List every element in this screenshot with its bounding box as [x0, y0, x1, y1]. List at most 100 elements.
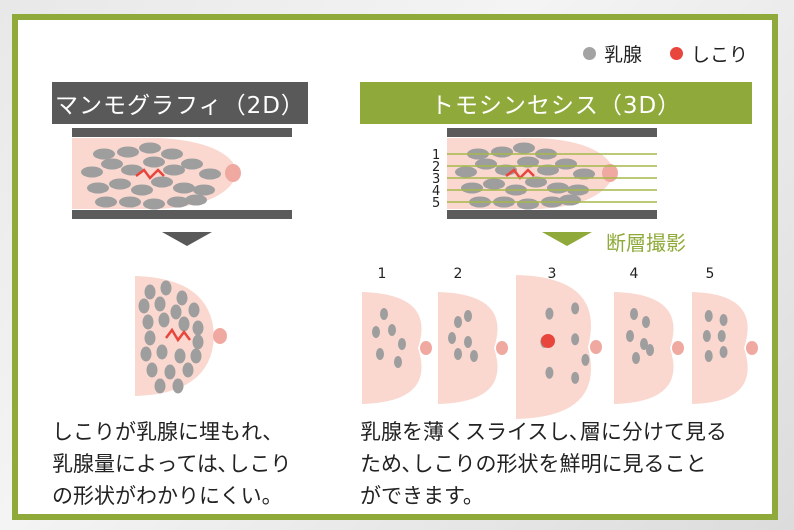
gland-mark: [188, 302, 200, 318]
gland-mark: [193, 184, 215, 196]
gland-mark: [646, 344, 654, 356]
gland-mark: [581, 353, 590, 366]
gland-mark: [491, 146, 513, 158]
gland-mark: [154, 378, 166, 394]
gland-mark: [632, 352, 640, 364]
mammography-caption: しこりが乳腺に埋もれ、 乳腺量によっては､しこり の形状がわかりにくい。: [52, 416, 291, 512]
gland-mark: [139, 142, 161, 154]
nipple-icon: [590, 340, 602, 354]
gland-mark: [448, 332, 456, 344]
gland-mark: [717, 330, 726, 342]
gland-mark: [192, 334, 204, 350]
gland-mark: [517, 198, 539, 210]
slice-lines: [447, 153, 657, 203]
gland-mark: [704, 310, 713, 322]
gland-mark: [101, 158, 123, 170]
mammography-compression-view: [72, 128, 292, 219]
gland-mark: [181, 158, 203, 170]
gland-mark: [131, 184, 153, 196]
gland-mark: [719, 346, 728, 358]
tomosynthesis-caption: 乳腺を薄くスライスし､層に分けて見る ため､しこりの形状を鮮明に見ること ができ…: [360, 416, 727, 512]
gland-mark: [87, 182, 109, 194]
gland-mark: [121, 164, 143, 176]
gland-mark: [182, 362, 194, 378]
gland-mark: [142, 314, 154, 330]
caption-line: 乳腺量によっては､しこり: [52, 452, 292, 476]
compression-plate-top-3d: [447, 128, 657, 137]
gland-mark: [704, 350, 713, 362]
gland-mark: [172, 378, 184, 394]
slice-label: 1: [432, 148, 440, 163]
gland-mark: [719, 314, 728, 326]
mammography-header: マンモグラフィ（2D）: [52, 82, 308, 124]
gland-mark: [140, 346, 152, 362]
mammography-result-view: [135, 276, 227, 396]
gland-mark: [626, 330, 634, 342]
gland-mark: [464, 336, 472, 348]
gland-mark: [170, 304, 182, 320]
gland-mark: [176, 290, 188, 306]
down-arrow-left: [162, 232, 212, 246]
lump-shape: [135, 168, 165, 180]
gland-mark: [174, 348, 186, 364]
gland-mark: [454, 348, 462, 360]
gland-mark: [640, 338, 648, 350]
legend: 乳腺 しこり: [583, 40, 748, 67]
gland-cluster-2d: [138, 280, 204, 394]
gland-mark: [394, 356, 402, 368]
gland-mark: [464, 310, 472, 322]
nipple-icon: [496, 341, 508, 355]
nipple-icon: [225, 164, 241, 182]
gland-mark: [475, 158, 497, 170]
slice-breast: [516, 275, 591, 419]
gland-mark: [161, 148, 183, 160]
gland-mark: [455, 166, 477, 178]
slice-breast: [362, 292, 422, 404]
gland-mark: [571, 302, 580, 315]
nipple-icon: [213, 328, 227, 344]
gland-mark: [164, 364, 176, 380]
gland-mark: [163, 164, 185, 176]
caption-line: 乳腺を薄くスライスし､層に分けて見る: [360, 420, 727, 444]
gland-mark: [702, 330, 711, 342]
gland-mark: [143, 198, 165, 210]
gland-mark: [156, 344, 168, 360]
down-arrow-right: [542, 232, 592, 246]
gland-mark: [470, 350, 478, 362]
gland-cluster: [81, 142, 221, 210]
slice-breast: [438, 292, 498, 404]
nipple-icon: [672, 341, 684, 355]
gland-mark: [144, 330, 156, 346]
lump-legend-label: しこり: [691, 44, 749, 66]
gland-mark: [559, 194, 581, 206]
slice-label: 5: [432, 196, 440, 211]
gland-mark: [167, 196, 189, 208]
gland-mark: [143, 156, 165, 168]
gland-mark: [571, 371, 580, 384]
gland-mark: [93, 148, 115, 160]
caption-line: ため､しこりの形状を鮮明に見ること: [360, 452, 707, 476]
gland-mark: [190, 348, 202, 364]
slice-breast: [692, 292, 748, 404]
caption-line: しこりが乳腺に埋もれ、: [52, 420, 284, 444]
lump-legend-icon: [670, 47, 684, 60]
slice-number: 3: [548, 266, 557, 282]
slice-number: 5: [706, 266, 715, 282]
compression-plate-bottom: [72, 210, 292, 219]
gland-mark: [158, 312, 170, 328]
tomography-step-label: 断層撮影: [606, 231, 686, 255]
slice-label: 3: [432, 172, 440, 187]
gland-mark: [630, 308, 638, 320]
gland-mark: [545, 366, 554, 379]
gland-mark: [573, 168, 595, 180]
slice-number: 4: [630, 266, 639, 282]
caption-line: ができます。: [360, 484, 484, 508]
tomosynthesis-header: トモシンセシス（3D）: [360, 82, 752, 124]
gland-mark: [199, 168, 221, 180]
lump-shape-2d: [165, 327, 191, 343]
nipple-icon: [420, 341, 432, 355]
gland-mark: [154, 296, 166, 312]
